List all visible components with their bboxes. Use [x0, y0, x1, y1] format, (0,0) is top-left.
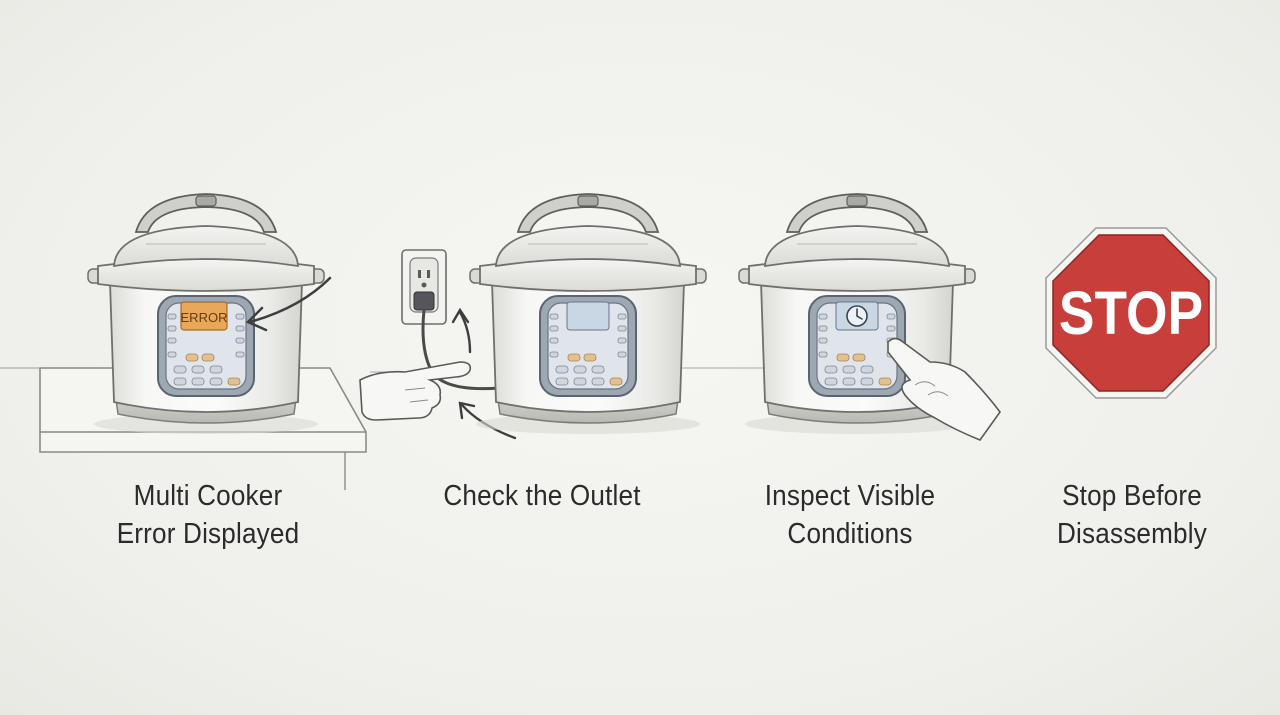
step-4-caption: Stop Before Disassembly: [997, 477, 1267, 553]
step-1-caption: Multi Cooker Error Displayed: [73, 477, 343, 553]
caption-line: Stop Before: [1062, 480, 1202, 512]
error-display-text: ERROR: [181, 310, 228, 325]
pointing-hand-icon: [887, 337, 1001, 441]
caption-line: Error Displayed: [116, 518, 300, 550]
caption-line: Multi Cooker: [133, 480, 283, 512]
caption-line: Check the Outlet: [443, 480, 641, 512]
arrow-to-display: [245, 276, 332, 332]
caption-line: Inspect Visible: [764, 480, 936, 512]
blank-display: [566, 301, 610, 331]
caption-line: Disassembly: [1057, 518, 1207, 550]
pointing-hand-icon: [359, 361, 472, 421]
step-3-caption: Inspect Visible Conditions: [715, 477, 985, 553]
stop-sign-icon: STOP: [1045, 227, 1217, 399]
step-2-caption: Check the Outlet: [407, 477, 677, 515]
clock-icon: [835, 301, 879, 331]
stop-sign-text: STOP: [1059, 280, 1203, 348]
wall-outlet-icon: [401, 249, 447, 325]
error-display: ERROR: [180, 301, 228, 331]
caption-line: Conditions: [787, 518, 913, 550]
